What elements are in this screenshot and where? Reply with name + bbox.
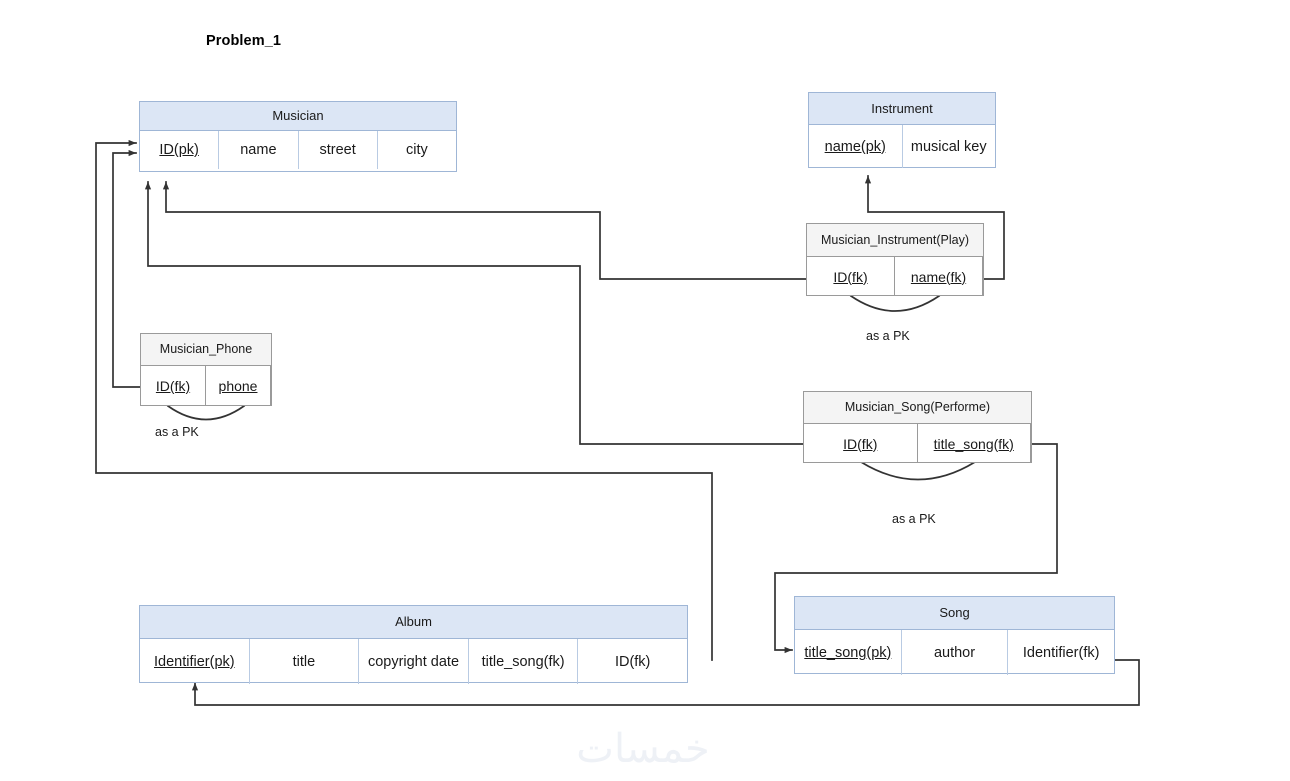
relation-title-album: Album — [140, 606, 687, 639]
relation-musician-phone[interactable]: Musician_Phone ID(fk) phone — [140, 333, 272, 406]
relation-title-instrument: Instrument — [809, 93, 995, 125]
relation-song[interactable]: Song title_song(pk) author Identifier(fk… — [794, 596, 1115, 675]
relation-musician-instrument[interactable]: Musician_Instrument(Play) ID(fk) name(fk… — [806, 223, 984, 296]
attribute-album-identifier[interactable]: Identifier(pk) — [140, 639, 250, 684]
wire-mi-to-musician — [162, 181, 807, 280]
wire-phone-to-musician — [112, 149, 141, 388]
attribute-row-musician-phone: ID(fk) phone — [141, 366, 271, 406]
relation-title-musician-song: Musician_Song(Performe) — [804, 392, 1031, 424]
attribute-row-musician-instrument: ID(fk) name(fk) — [807, 257, 983, 296]
attribute-ms-title-song[interactable]: title_song(fk) — [918, 424, 1031, 463]
attribute-instrument-musical-key[interactable]: musical key — [910, 138, 987, 155]
attribute-album-title-song[interactable]: title_song(fk) — [469, 639, 579, 684]
attribute-album-title[interactable]: title — [250, 639, 360, 684]
brace-musician-instrument — [849, 294, 941, 312]
attribute-row-album: Identifier(pk) title copyright date titl… — [140, 639, 687, 684]
attribute-row-instrument: name(pk) musical key — [809, 125, 995, 168]
relation-title-musician-instrument: Musician_Instrument(Play) — [807, 224, 983, 257]
note-musician-song-pk: as a PK — [892, 512, 936, 526]
attribute-musician-city[interactable]: city — [406, 142, 428, 158]
relation-title-musician-phone: Musician_Phone — [141, 334, 271, 366]
page-title: Problem_1 — [206, 33, 282, 49]
attribute-mp-id[interactable]: ID(fk) — [141, 366, 206, 406]
attribute-mi-name[interactable]: name(fk) — [895, 257, 983, 296]
relation-musician[interactable]: Musician ID(pk) name street city — [139, 101, 457, 172]
brace-musician-song — [859, 460, 977, 481]
attribute-musician-name[interactable]: name — [219, 131, 299, 169]
attribute-instrument-name[interactable]: name(pk) — [809, 125, 903, 168]
attribute-row-song: title_song(pk) author Identifier(fk) — [795, 630, 1114, 675]
attribute-row-musician: ID(pk) name street city — [140, 131, 456, 169]
relation-instrument[interactable]: Instrument name(pk) musical key — [808, 92, 996, 168]
attribute-song-identifier[interactable]: Identifier(fk) — [1022, 644, 1100, 661]
relation-title-song: Song — [795, 597, 1114, 630]
attribute-album-id[interactable]: ID(fk) — [614, 653, 651, 670]
watermark: خمسات — [576, 727, 710, 771]
attribute-musician-street[interactable]: street — [299, 131, 378, 169]
attribute-musician-id[interactable]: ID(pk) — [140, 131, 220, 169]
relation-album[interactable]: Album Identifier(pk) title copyright dat… — [139, 605, 688, 684]
attribute-mi-id[interactable]: ID(fk) — [807, 257, 895, 296]
note-musician-instrument-pk: as a PK — [866, 329, 910, 343]
attribute-mp-phone[interactable]: phone — [206, 366, 271, 406]
brace-musician-phone — [166, 404, 246, 421]
attribute-ms-id[interactable]: ID(fk) — [804, 424, 918, 463]
attribute-album-copyright-date[interactable]: copyright date — [359, 639, 469, 684]
relation-musician-song[interactable]: Musician_Song(Performe) ID(fk) title_son… — [803, 391, 1032, 463]
attribute-row-musician-song: ID(fk) title_song(fk) — [804, 424, 1031, 463]
attribute-song-title-song[interactable]: title_song(pk) — [795, 630, 902, 675]
note-musician-phone-pk: as a PK — [155, 425, 199, 439]
attribute-song-author[interactable]: author — [902, 630, 1009, 675]
relation-title-musician: Musician — [140, 102, 456, 131]
